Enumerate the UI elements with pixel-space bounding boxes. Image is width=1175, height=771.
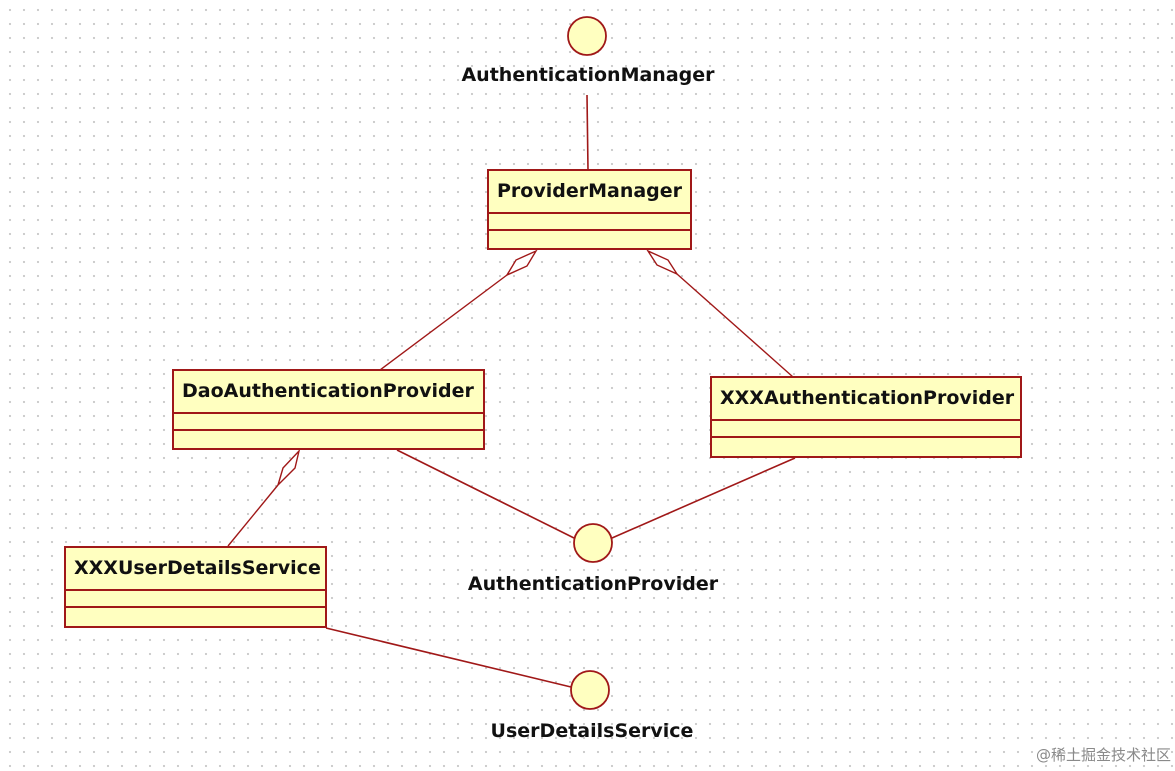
class-attributes-section (66, 591, 325, 608)
aggregation-diamond-userdetails (277, 448, 301, 486)
aggregation-line-dao (379, 274, 508, 371)
class-name-provider-manager: ProviderManager (489, 171, 690, 214)
class-attributes-section (489, 214, 690, 231)
aggregation-diamond-dao (505, 249, 538, 277)
realization-line-authentication-manager (586, 94, 589, 171)
watermark-text: @稀土掘金技术社区 (1035, 746, 1171, 764)
class-operations-section (66, 608, 325, 625)
class-attributes-section (712, 421, 1020, 438)
class-operations-section (712, 438, 1020, 455)
class-attributes-section (174, 414, 483, 431)
class-name-xxx-authentication-provider: XXXAuthenticationProvider (712, 378, 1020, 421)
class-dao-authentication-provider[interactable]: DaoAuthenticationProvider (172, 369, 485, 450)
aggregation-diamond-xxx (646, 249, 679, 276)
class-operations-section (174, 431, 483, 448)
realization-line-xxx-provider (611, 457, 796, 539)
class-name-xxx-user-details-service: XXXUserDetailsService (66, 548, 325, 591)
interface-circle-user-details-service (570, 670, 610, 710)
class-provider-manager[interactable]: ProviderManager (487, 169, 692, 250)
class-operations-section (489, 231, 690, 248)
interface-circle-authentication-manager (567, 16, 607, 56)
interface-label-user-details-service: UserDetailsService (490, 720, 694, 742)
class-xxx-authentication-provider[interactable]: XXXAuthenticationProvider (710, 376, 1022, 458)
realization-line-dao-provider (396, 449, 575, 539)
aggregation-line-userdetails (227, 484, 279, 547)
realization-line-userdetails-service (325, 627, 572, 688)
class-xxx-user-details-service[interactable]: XXXUserDetailsService (64, 546, 327, 628)
class-name-dao-authentication-provider: DaoAuthenticationProvider (174, 371, 483, 414)
interface-label-authentication-manager: AuthenticationManager (461, 64, 715, 86)
interface-circle-authentication-provider (573, 523, 613, 563)
aggregation-line-xxx (676, 273, 794, 378)
interface-label-authentication-provider: AuthenticationProvider (467, 573, 719, 595)
